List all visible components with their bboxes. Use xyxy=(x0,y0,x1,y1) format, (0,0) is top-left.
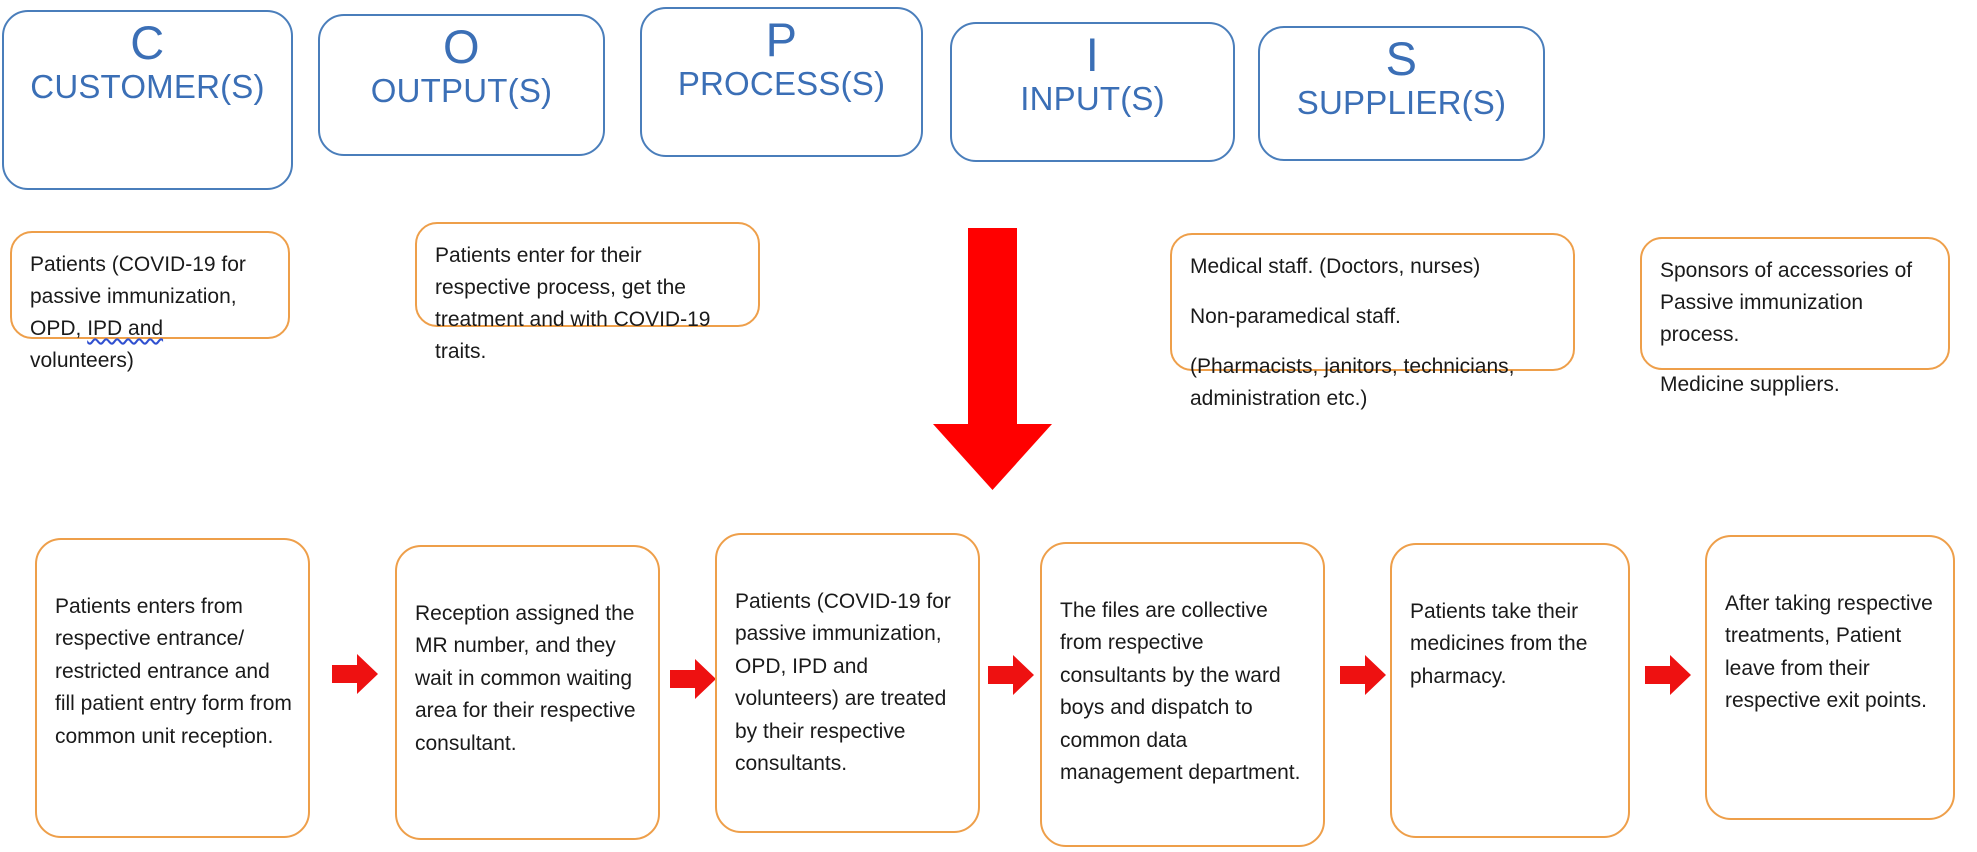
description-text-input-1: Medical staff. (Doctors, nurses) xyxy=(1190,255,1481,278)
header-box-customer[interactable]: C CUSTOMER(S) xyxy=(2,10,293,190)
customer-desc-spellcheck: IPD and xyxy=(87,316,164,340)
flow-step-4-text: The files are collective from respective… xyxy=(1060,598,1301,785)
header-box-process[interactable]: P PROCESS(S) xyxy=(640,7,923,157)
description-box-output[interactable]: Patients enter for their respective proc… xyxy=(415,222,760,363)
flow-step-4[interactable]: The files are collective from respective… xyxy=(1040,542,1325,847)
flow-step-5-text: Patients take their medicines from the p… xyxy=(1410,599,1588,688)
description-text-supplier-1: Sponsors of accessories of Passive immun… xyxy=(1660,259,1913,346)
header-box-supplier[interactable]: S SUPPLIER(S) xyxy=(1258,26,1545,161)
description-text-input-2: Non-paramedical staff. xyxy=(1190,304,1401,328)
flow-step-5[interactable]: Patients take their medicines from the p… xyxy=(1390,543,1630,838)
description-box-supplier[interactable]: Sponsors of accessories of Passive immun… xyxy=(1640,237,1950,396)
header-label-input: INPUT(S) xyxy=(1020,79,1165,117)
description-text-output: Patients enter for their respective proc… xyxy=(435,244,711,363)
description-text-input-3: (Pharmacists, janitors, technicians, adm… xyxy=(1190,354,1515,410)
arrow-right-icon-3 xyxy=(988,655,1034,695)
flow-step-6-text: After taking respective treatments, Pati… xyxy=(1725,591,1933,713)
arrow-right-icon-5 xyxy=(1645,655,1691,695)
arrow-right-icon-1 xyxy=(332,654,378,694)
header-letter-o: O xyxy=(442,20,481,73)
header-label-customer: CUSTOMER(S) xyxy=(30,67,265,105)
flow-step-1[interactable]: Patients enters from respective entrance… xyxy=(35,538,310,838)
flow-step-1-text: Patients enters from respective entrance… xyxy=(55,594,292,748)
description-box-input[interactable]: Medical staff. (Doctors, nurses) Non-par… xyxy=(1170,233,1575,410)
flow-step-3[interactable]: Patients (COVID-19 for passive immunizat… xyxy=(715,533,980,833)
flow-step-6[interactable]: After taking respective treatments, Pati… xyxy=(1705,535,1955,820)
description-text-supplier-2: Medicine suppliers. xyxy=(1660,372,1840,396)
header-box-input[interactable]: I INPUT(S) xyxy=(950,22,1235,162)
arrow-down-icon xyxy=(930,228,1055,490)
flow-step-3-text: Patients (COVID-19 for passive immunizat… xyxy=(735,589,951,776)
description-text-customer: Patients (COVID-19 for passive immunizat… xyxy=(30,249,270,377)
header-box-output[interactable]: O OUTPUT(S) xyxy=(318,14,605,156)
description-box-customer[interactable]: Patients (COVID-19 for passive immunizat… xyxy=(10,231,290,372)
header-letter-s: S xyxy=(1385,32,1418,85)
header-letter-i: I xyxy=(1085,28,1100,81)
header-letter-c: C xyxy=(130,16,165,69)
header-letter-p: P xyxy=(765,13,798,66)
customer-desc-part-c: volunteers) xyxy=(30,348,134,372)
flow-step-2[interactable]: Reception assigned the MR number, and th… xyxy=(395,545,660,840)
arrow-right-icon-2 xyxy=(670,659,716,699)
flow-step-2-text: Reception assigned the MR number, and th… xyxy=(415,601,636,755)
header-label-process: PROCESS(S) xyxy=(677,64,886,102)
header-label-output: OUTPUT(S) xyxy=(370,71,553,109)
arrow-right-icon-4 xyxy=(1340,655,1386,695)
header-label-supplier: SUPPLIER(S) xyxy=(1296,83,1507,121)
customer-desc-part-a: Patients (COVID-19 for passive immunizat… xyxy=(30,253,246,340)
